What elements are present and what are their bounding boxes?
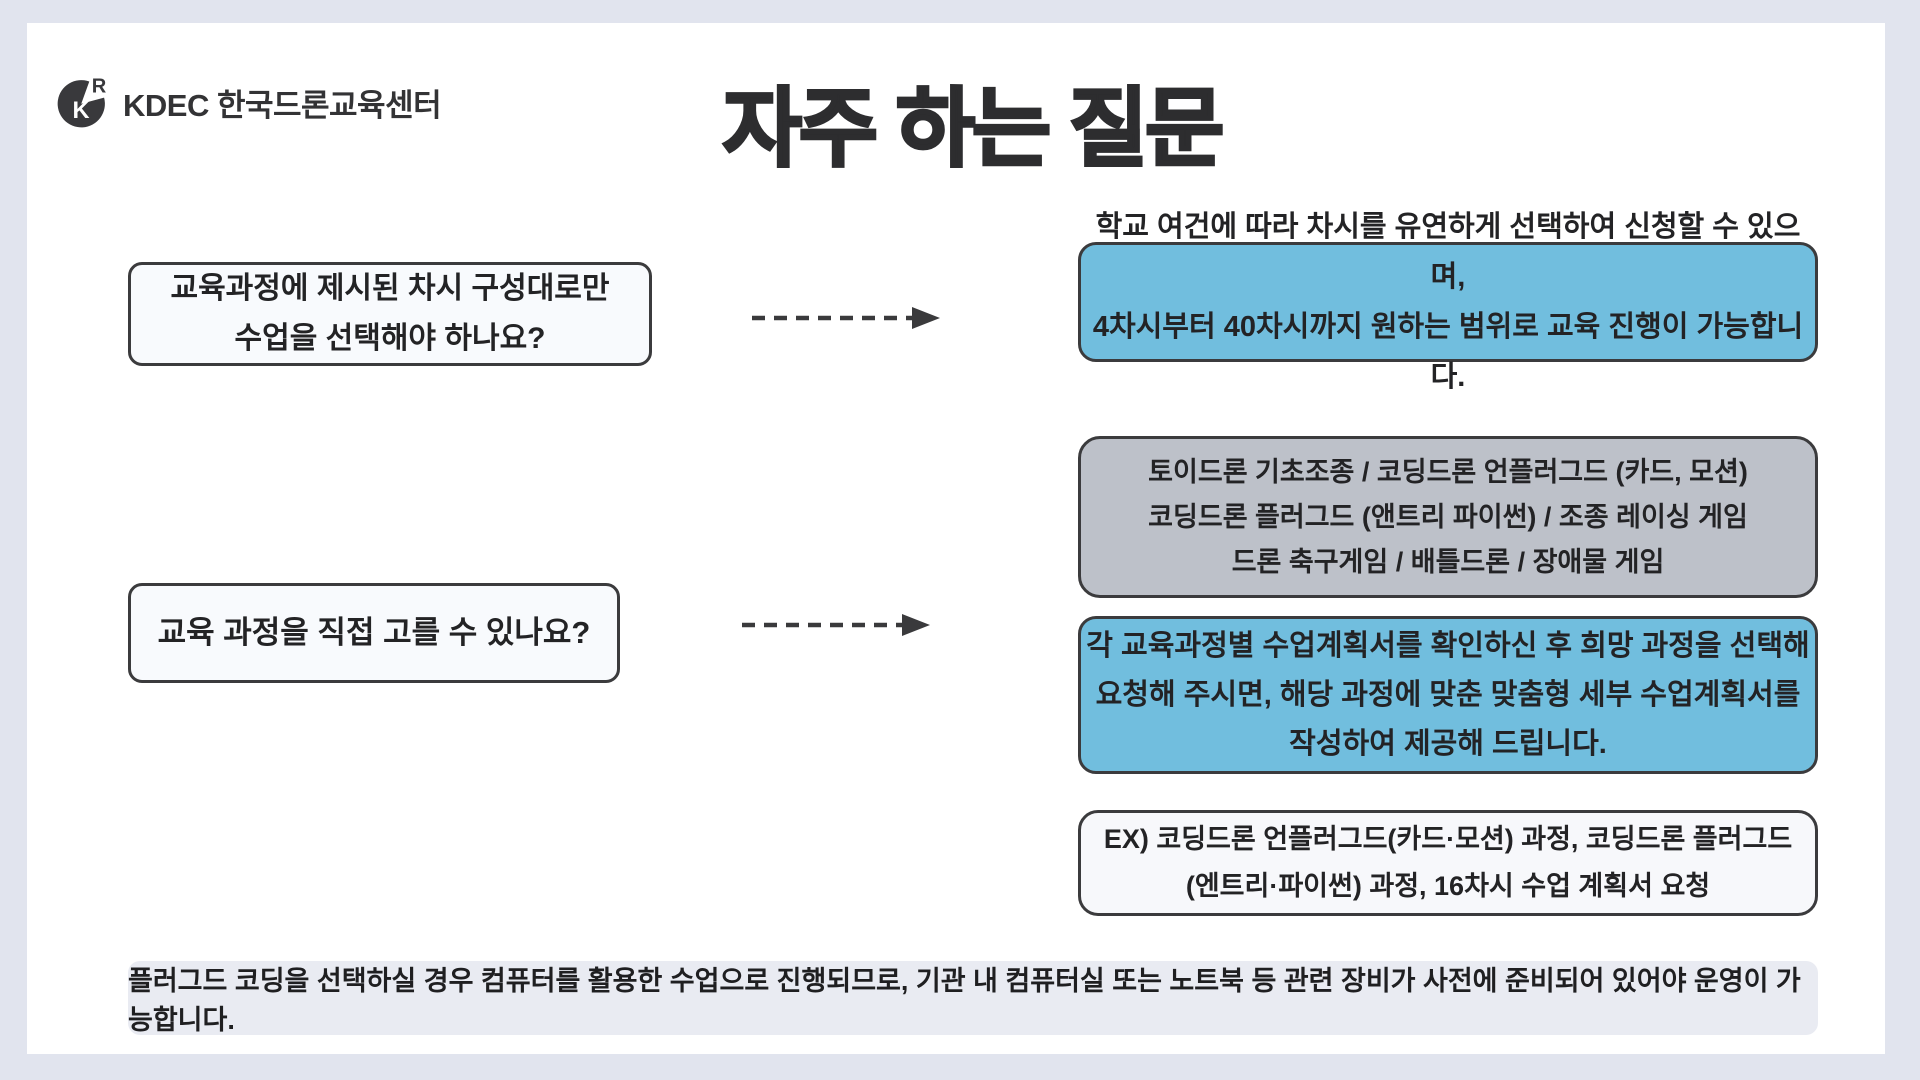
logo-letter-k: K <box>73 98 90 124</box>
footer-note-text: 플러그드 코딩을 선택하실 경우 컴퓨터를 활용한 수업으로 진행되므로, 기관… <box>128 966 1801 1035</box>
kdec-logo-icon: K R <box>57 75 107 128</box>
answer-1-line-1: 학교 여건에 따라 차시를 유연하게 선택하여 신청할 수 있으며, <box>1095 211 1801 293</box>
course-list-box: 토이드론 기초조종 / 코딩드론 언플러그드 (카드, 모션) 코딩드론 플러그… <box>1078 436 1818 598</box>
answer-2-line-1: 각 교육과정별 수업계획서를 확인하신 후 희망 과정을 선택해 <box>1086 629 1810 662</box>
logo: K R KDEC 한국드론교육센터 <box>55 74 442 130</box>
dashed-arrow-icon-1 <box>752 307 940 329</box>
dashed-arrow-icon-2 <box>742 614 930 636</box>
answer-2-line-3: 작성하여 제공해 드립니다. <box>1289 727 1607 760</box>
logo-text: KDEC 한국드론교육센터 <box>123 87 442 123</box>
example-line-1: EX) 코딩드론 언플러그드(카드·모션) 과정, 코딩드론 플러그드 <box>1103 824 1793 854</box>
question-2-line-1: 교육 과정을 직접 고를 수 있나요? <box>157 615 591 650</box>
answer-box-2: 각 교육과정별 수업계획서를 확인하신 후 희망 과정을 선택해 요청해 주시면… <box>1078 616 1818 783</box>
logo-letter-r: R <box>92 75 107 97</box>
example-line-2: (엔트리·파이썬) 과정, 16차시 수업 계획서 요청 <box>1185 871 1711 901</box>
answer-2-line-2: 요청해 주시면, 해당 과정에 맞춘 맞춤형 세부 수업계획서를 <box>1095 678 1801 711</box>
question-1-line-2: 수업을 선택해야 하나요? <box>234 322 546 355</box>
answer-1-line-2: 4차시부터 40차시까지 원하는 범위로 교육 진행이 가능합니다. <box>1092 311 1804 393</box>
example-box: EX) 코딩드론 언플러그드(카드·모션) 과정, 코딩드론 플러그드 (엔트리… <box>1078 810 1818 916</box>
answer-box-1: 학교 여건에 따라 차시를 유연하게 선택하여 신청할 수 있으며, 4차시부터… <box>1078 211 1818 393</box>
course-line-3: 드론 축구게임 / 배틀드론 / 장애물 게임 <box>1231 546 1665 577</box>
page-title: 자주 하는 질문 <box>721 80 1226 179</box>
question-box-1: 교육과정에 제시된 차시 구성대로만 수업을 선택해야 하나요? <box>128 262 652 375</box>
question-box-2: 교육 과정을 직접 고를 수 있나요? <box>128 583 620 692</box>
course-line-1: 토이드론 기초조종 / 코딩드론 언플러그드 (카드, 모션) <box>1148 456 1748 487</box>
footer-note: 플러그드 코딩을 선택하실 경우 컴퓨터를 활용한 수업으로 진행되므로, 기관… <box>128 961 1818 1035</box>
course-line-2: 코딩드론 플러그드 (앤트리 파이썬) / 조종 레이싱 게임 <box>1148 501 1748 532</box>
question-1-line-1: 교육과정에 제시된 차시 구성대로만 <box>170 272 610 305</box>
